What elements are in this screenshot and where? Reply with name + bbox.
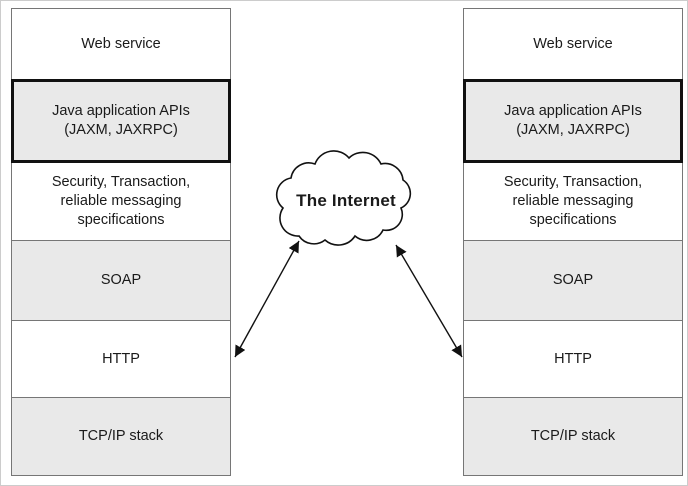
stack-layer-label: Security, Transaction,	[51, 174, 191, 190]
stack-layer-label: HTTP	[554, 350, 592, 367]
internet-cloud	[275, 150, 412, 246]
stack-layer-java-apis: Java application APIs (JAXM, JAXRPC)	[463, 79, 683, 163]
arrow-left-stack-to-internet	[234, 240, 300, 358]
stack-layer-label: HTTP	[102, 350, 140, 367]
stack-layer-soap: SOAP	[463, 240, 683, 321]
stack-layer-label: SOAP	[100, 272, 142, 288]
stack-layer-label: specifications	[77, 212, 165, 228]
stack-layer-label: Security, Transaction,	[503, 174, 643, 190]
stack-layer-tcpip: TCP/IP stack	[463, 397, 683, 476]
stack-layer-tcpip: TCP/IP stack	[11, 397, 231, 476]
stack-layer-label: (JAXM, JAXRPC)	[64, 122, 178, 138]
stack-layer-http: HTTP	[463, 320, 683, 398]
stack-layer-label: SOAP	[552, 272, 594, 288]
stack-layer-http: HTTP	[11, 320, 231, 398]
stack-layer-specifications: Security, Transaction, reliable messaging…	[463, 162, 683, 241]
stack-layer-label: Web service	[81, 35, 161, 52]
stack-layer-label: TCP/IP stack	[78, 428, 164, 444]
stack-layer-label: Web service	[533, 35, 613, 52]
stack-layer-label: TCP/IP stack	[530, 428, 616, 444]
stack-layer-label: reliable messaging	[60, 193, 182, 209]
arrow-right-stack-to-internet	[395, 244, 463, 358]
stack-layer-label: specifications	[529, 212, 617, 228]
internet-cloud-label: The Internet	[296, 191, 396, 210]
stack-layer-label: Java application APIs	[504, 103, 642, 119]
stack-layer-java-apis: Java application APIs (JAXM, JAXRPC)	[11, 79, 231, 163]
stack-layer-label: (JAXM, JAXRPC)	[516, 122, 630, 138]
stack-layer-web-service: Web service	[11, 8, 231, 80]
stack-layer-label: reliable messaging	[512, 193, 634, 209]
stack-layer-soap: SOAP	[11, 240, 231, 321]
stack-layer-label: Java application APIs	[52, 103, 190, 119]
